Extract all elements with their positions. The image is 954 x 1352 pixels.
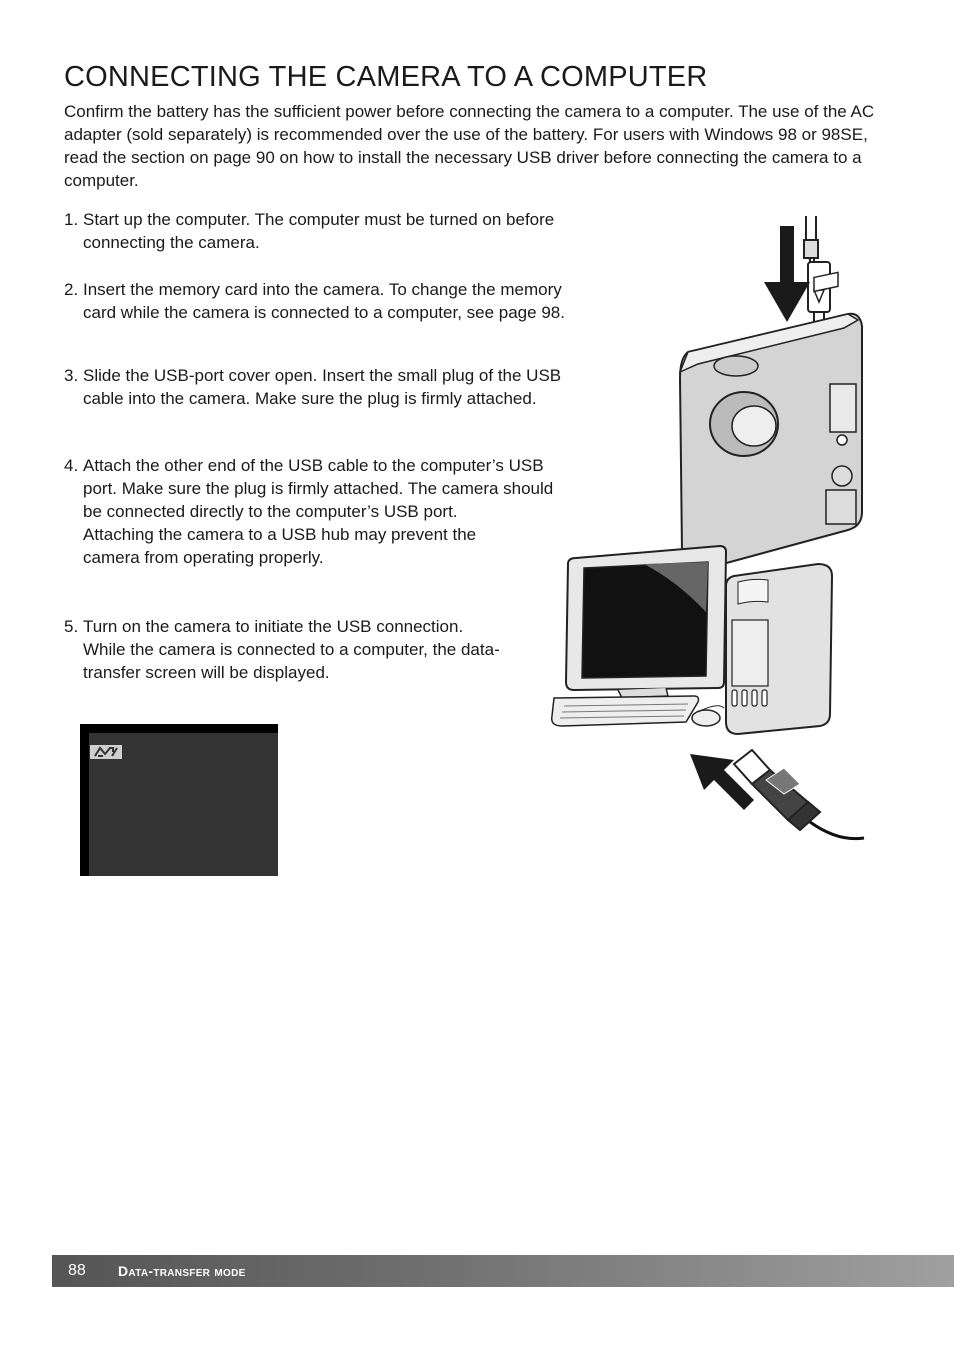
- step-line: Attach the other end of the USB cable to…: [83, 456, 544, 475]
- step-line: transfer screen will be displayed.: [83, 663, 330, 682]
- page-title: CONNECTING THE CAMERA TO A COMPUTER: [64, 61, 708, 93]
- step-4: 4. Attach the other end of the USB cable…: [64, 454, 553, 569]
- diagonal-arrow-icon: [690, 754, 754, 810]
- step-line: port. Make sure the plug is firmly attac…: [83, 479, 554, 498]
- intro-paragraph: Confirm the battery has the sufficient p…: [64, 102, 875, 190]
- step-3: 3. Slide the USB-port cover open. Insert…: [64, 364, 561, 410]
- step-number: 5.: [64, 617, 79, 636]
- step-line: Attaching the camera to a USB hub may pr…: [83, 525, 477, 544]
- step-1: 1. Start up the computer. The computer m…: [64, 208, 554, 254]
- keyboard: [550, 695, 725, 727]
- step-line: camera from operating properly.: [83, 548, 324, 567]
- step-line: Turn on the camera to initiate the USB c…: [83, 617, 464, 636]
- step-line: cable into the camera. Make sure the plu…: [83, 389, 537, 408]
- data-transfer-icon: [90, 745, 122, 759]
- data-transfer-screen: [80, 724, 278, 876]
- camera: [678, 271, 863, 571]
- monitor: [564, 544, 728, 699]
- down-arrow-icon: [764, 226, 810, 322]
- step-line: Insert the memory card into the camera. …: [83, 280, 562, 299]
- step-line: Slide the USB-port cover open. Insert th…: [83, 366, 562, 385]
- section-title: Data-transfer mode: [118, 1263, 246, 1279]
- step-line: be connected directly to the computer’s …: [83, 502, 458, 521]
- step-number: 3.: [64, 366, 79, 385]
- usb-connection-illustration: [550, 216, 865, 841]
- step-number: 1.: [64, 210, 79, 229]
- step-line: card while the camera is connected to a …: [83, 303, 565, 322]
- camera-usb-cable: [803, 216, 831, 325]
- footer-bar: [52, 1255, 954, 1287]
- page-number: 88: [68, 1262, 86, 1279]
- computer-usb-plug: [732, 748, 865, 841]
- step-line: Start up the computer. The computer must…: [83, 210, 555, 229]
- step-2: 2. Insert the memory card into the camer…: [64, 278, 565, 324]
- step-number: 4.: [64, 456, 79, 475]
- step-number: 2.: [64, 280, 79, 299]
- computer-tower: [725, 562, 834, 736]
- step-5: 5. Turn on the camera to initiate the US…: [64, 615, 500, 684]
- step-line: connecting the camera.: [83, 233, 260, 252]
- step-line: While the camera is connected to a compu…: [83, 640, 500, 659]
